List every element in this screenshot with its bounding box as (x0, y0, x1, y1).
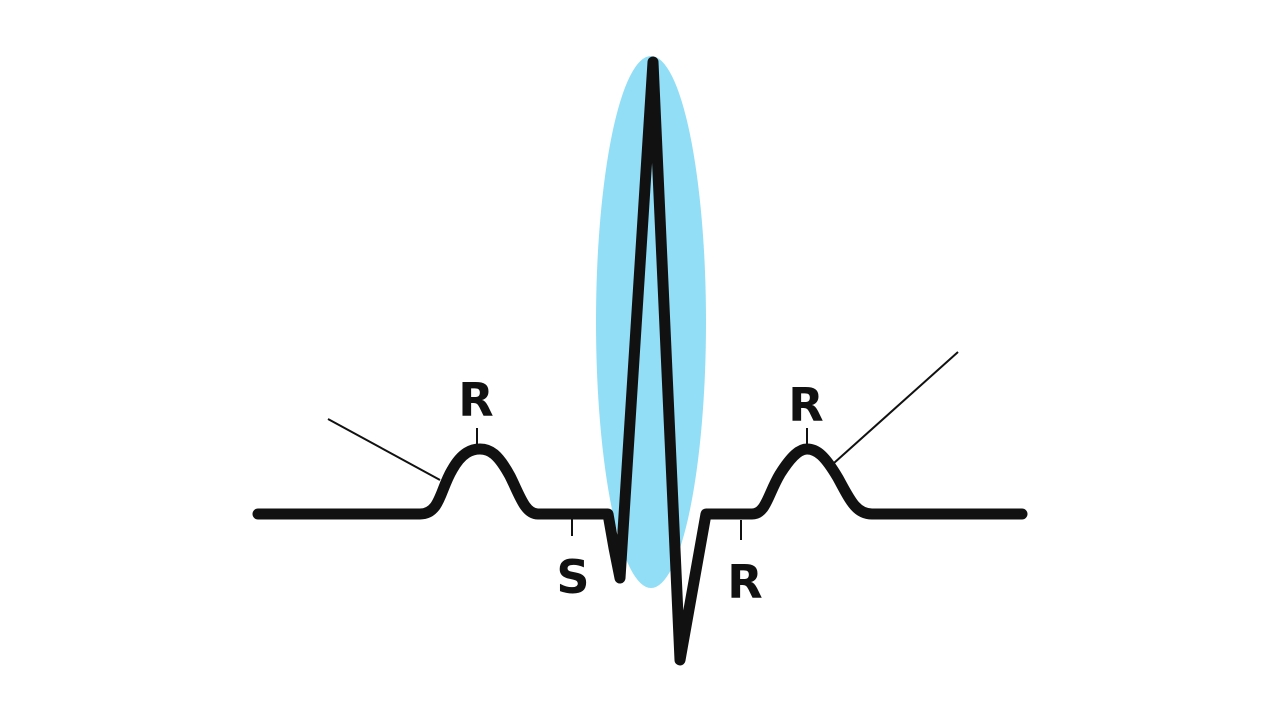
right-peak-label: R (788, 378, 823, 432)
right-leader-line (833, 351, 959, 464)
left-baseline-label: S (556, 550, 589, 604)
left-peak-label: R (458, 373, 493, 427)
left-leader-line (327, 418, 441, 481)
right-baseline-label: R (727, 555, 762, 609)
ecg-trace (252, 56, 1028, 666)
